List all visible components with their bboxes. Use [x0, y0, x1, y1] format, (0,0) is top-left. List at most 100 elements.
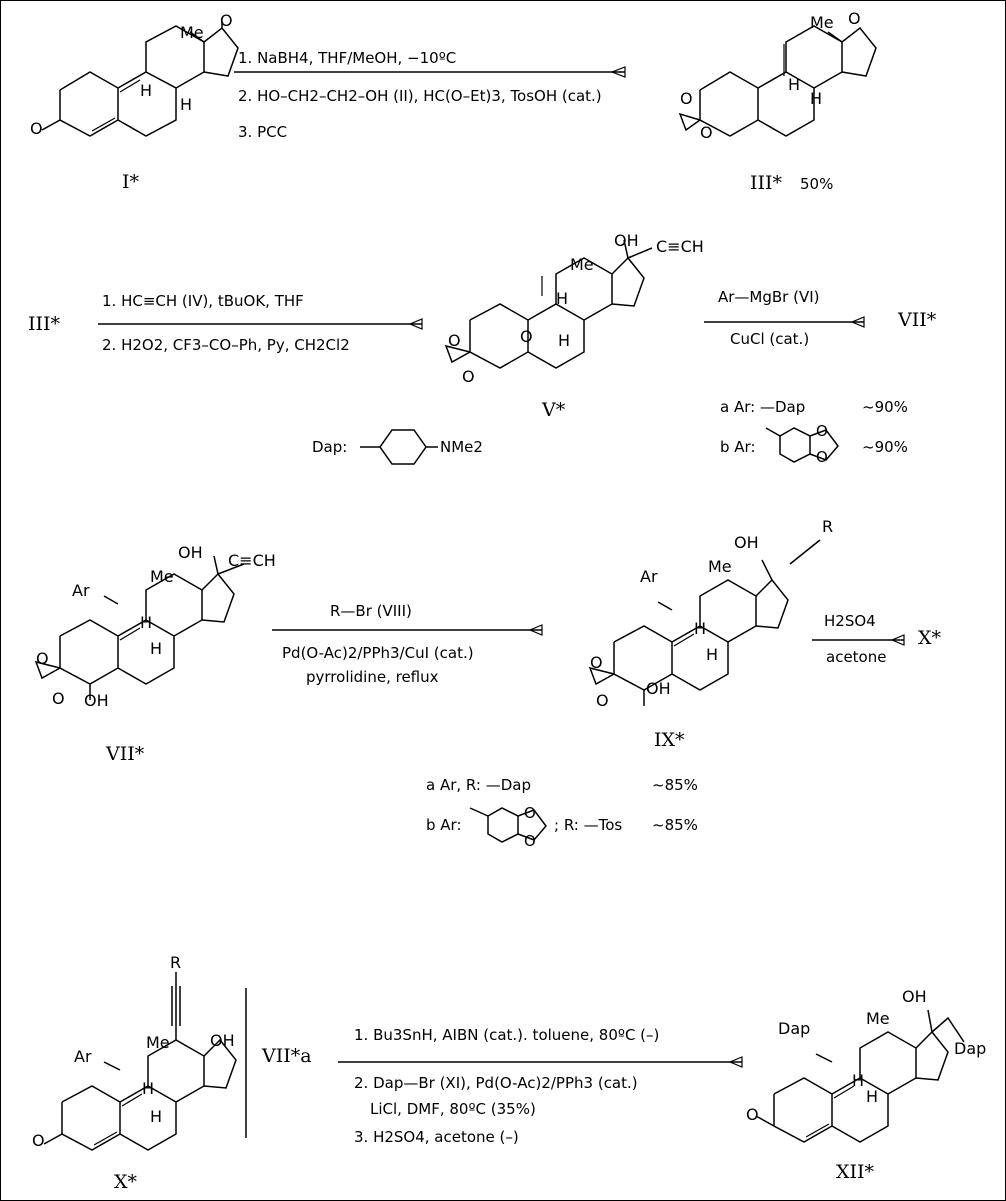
compound-X-oh-label: OH: [210, 1031, 235, 1050]
compound-VII-label: VII*: [105, 743, 145, 765]
compound-XII-label: XII*: [836, 1161, 875, 1183]
benzodioxole-structure-1: [765, 427, 839, 463]
step-2-2: 2. H2O2, CF3–CO–Ph, Py, CH2Cl2: [102, 336, 350, 354]
compound-III-ketone-label: O: [848, 9, 861, 28]
compound-VII-oh2-label: OH: [84, 691, 109, 710]
compound-X-oxo-label: O: [32, 1131, 45, 1150]
compound-III-structure: [678, 25, 877, 137]
variant-3b-yield: ~90%: [862, 438, 908, 456]
compound-VII-label-row2: VII*: [897, 309, 937, 331]
dap-definition-label: Dap:: [312, 438, 347, 456]
step-6-3: LiCl, DMF, 80ºC (35%): [370, 1100, 536, 1118]
compound-III-label: III*: [750, 172, 783, 194]
compound-IX-oh2-label: OH: [646, 679, 671, 698]
compound-VII-h2-label: H: [150, 639, 162, 658]
compound-I-h1-label: H: [140, 81, 152, 100]
step-2-1: 1. HC≡CH (IV), tBuOK, THF: [102, 292, 304, 310]
compound-V-label: V*: [541, 399, 566, 421]
benzodioxole-o1: O: [816, 422, 828, 440]
compound-III-yield: 50%: [800, 175, 833, 193]
compound-XII-dap-label: Dap: [778, 1019, 810, 1038]
compound-V-epoxide-label: O: [520, 327, 533, 346]
compound-IX-h2-label: H: [706, 645, 718, 664]
variant-4a-yield: ~85%: [652, 776, 698, 794]
benzodioxole-o2: O: [816, 448, 828, 466]
variant-4b-label: b Ar:: [426, 816, 462, 834]
compound-VII-h1-label: H: [140, 613, 152, 632]
variant-3a-yield: ~90%: [862, 398, 908, 416]
step-6-2: 2. Dap—Br (XI), Pd(O-Ac)2/PPh3 (cat.): [354, 1074, 638, 1092]
compound-IX-label: IX*: [654, 729, 685, 751]
compound-XII-h2-label: H: [866, 1087, 878, 1106]
compound-XII-structure: [755, 1009, 965, 1143]
variant-4b-yield: ~85%: [652, 816, 698, 834]
compound-XII-oxo-label: O: [746, 1105, 759, 1124]
step-5-bottom: acetone: [826, 648, 886, 666]
compound-IX-h1-label: H: [694, 619, 706, 638]
step-5-top: H2SO4: [824, 612, 876, 630]
compound-I-oxo-label: O: [30, 119, 43, 138]
step-6-4: 3. H2SO4, acetone (–): [354, 1128, 519, 1146]
compound-X-structure: [43, 972, 237, 1151]
compound-XII-me-label: Me: [866, 1009, 890, 1028]
step-1-3: 3. PCC: [238, 123, 287, 141]
compound-III-o2-label: O: [700, 123, 713, 142]
compound-V-o1-label: O: [448, 331, 461, 350]
compound-VII-structure: [34, 555, 245, 700]
compound-III-start-label: III*: [28, 313, 61, 335]
step-3-top: Ar—MgBr (VI): [718, 288, 820, 306]
compound-VII-oh-label: OH: [178, 543, 203, 562]
step-4-top: R—Br (VIII): [330, 602, 412, 620]
compound-I-structure: [41, 22, 239, 137]
compound-X-h1-label: H: [142, 1079, 154, 1098]
compound-V-h2-label: H: [558, 331, 570, 350]
compound-V-me-label: Me: [570, 255, 594, 274]
compound-V-h1-label: H: [556, 289, 568, 308]
variant-4b-r-label: ; R: —Tos: [554, 816, 622, 834]
compound-XII-oh-label: OH: [902, 987, 927, 1006]
compound-I-ketone-label: O: [220, 11, 233, 30]
compound-III-o1-label: O: [680, 89, 693, 108]
compound-III-me-label: Me: [810, 13, 834, 32]
compound-IX-ar-label: Ar: [640, 567, 658, 586]
step-3-bottom: CuCl (cat.): [730, 330, 809, 348]
compound-X-r-label: R: [170, 953, 181, 972]
compound-IX-r-label: R: [822, 517, 833, 536]
compound-VII-o1-label: O: [36, 649, 49, 668]
compound-V-o2-label: O: [462, 367, 475, 386]
compound-IX-o2-label: O: [596, 691, 609, 710]
compound-IX-oh-label: OH: [734, 533, 759, 552]
compound-XII-dap2-label: Dap: [954, 1039, 986, 1058]
compound-X-me-label: Me: [146, 1033, 170, 1052]
compound-III-h2-label: H: [810, 89, 822, 108]
dap-definition-structure: [360, 429, 438, 465]
compound-XII-h1-label: H: [852, 1071, 864, 1090]
compound-IX-me-label: Me: [708, 557, 732, 576]
variant-3b-label: b Ar:: [720, 438, 756, 456]
benzodioxole-structure-2: [469, 807, 547, 843]
compound-X-ar-label: Ar: [74, 1047, 92, 1066]
step-1-1: 1. NaBH4, THF/MeOH, −10ºC: [238, 49, 456, 67]
dap-definition-group: NMe2: [440, 438, 483, 456]
variant-4a-label: a Ar, R: —Dap: [426, 776, 531, 794]
compound-X-h2-label: H: [150, 1107, 162, 1126]
compound-X-label: X*: [114, 1171, 138, 1193]
compound-VII-ar-label: Ar: [72, 581, 90, 600]
compound-I-me-label: Me: [180, 23, 204, 42]
step-4-bottom-1: Pd(O-Ac)2/PPh3/CuI (cat.): [282, 644, 474, 662]
compound-VIIa-label: VII*a: [261, 1045, 312, 1067]
compound-I-label: I*: [122, 171, 140, 193]
compound-X-label-row3: X*: [918, 627, 942, 649]
compound-V-structure: [444, 239, 653, 369]
compound-VII-me-label: Me: [150, 567, 174, 586]
benzodioxole-o3: O: [524, 804, 536, 822]
variant-3a-label: a Ar: —Dap: [720, 398, 805, 416]
compound-VII-ethyne-label: C≡CH: [228, 551, 276, 570]
compound-III-h1-label: H: [788, 75, 800, 94]
compound-VII-o2-label: O: [52, 689, 65, 708]
step-4-bottom-2: pyrrolidine, reflux: [306, 668, 439, 686]
compound-IX-structure: [588, 539, 821, 706]
benzodioxole-o4: O: [524, 832, 536, 850]
compound-I-h2-label: H: [180, 95, 192, 114]
